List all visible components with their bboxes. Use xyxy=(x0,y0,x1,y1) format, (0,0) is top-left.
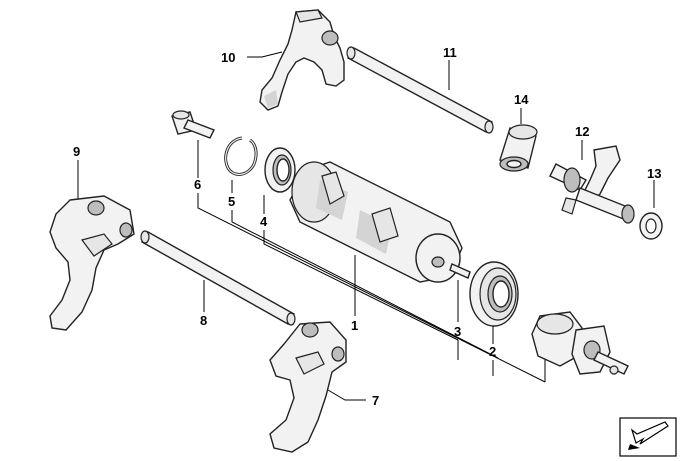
callout-labels: 10 11 14 12 13 9 6 5 4 1 3 2 8 7 xyxy=(73,45,661,408)
callout-9: 9 xyxy=(73,144,80,159)
part-5-circlip xyxy=(224,136,258,176)
part-2-bearing xyxy=(469,261,519,327)
part-14-bush xyxy=(499,124,538,172)
callout-5: 5 xyxy=(228,194,235,209)
part-12-selector-shaft xyxy=(549,145,635,224)
part-detent-assembly xyxy=(531,311,629,375)
callout-2: 2 xyxy=(489,344,496,359)
callout-4: 4 xyxy=(260,214,268,229)
navigate-arrow-icon[interactable] xyxy=(619,417,677,457)
part-8-shaft xyxy=(140,230,296,326)
part-13-washer xyxy=(639,212,663,240)
callout-11: 11 xyxy=(443,45,457,60)
part-3-pin xyxy=(449,263,471,279)
callout-14: 14 xyxy=(514,92,529,107)
callout-8: 8 xyxy=(200,313,207,328)
part-7-shift-fork xyxy=(269,321,347,453)
callout-13: 13 xyxy=(647,166,661,181)
part-9-shift-fork xyxy=(49,195,135,331)
callout-12: 12 xyxy=(575,124,589,139)
part-10-shift-fork xyxy=(259,9,345,111)
callout-1: 1 xyxy=(351,318,358,333)
callout-6: 6 xyxy=(194,177,201,192)
part-11-shaft xyxy=(346,46,494,134)
part-6-bolt xyxy=(171,110,215,139)
part-4-seal-ring xyxy=(264,147,296,193)
callout-10: 10 xyxy=(221,50,235,65)
leader-lines xyxy=(77,51,655,401)
part-1-shift-drum xyxy=(289,161,463,283)
callout-7: 7 xyxy=(372,393,379,408)
callout-3: 3 xyxy=(454,324,461,339)
